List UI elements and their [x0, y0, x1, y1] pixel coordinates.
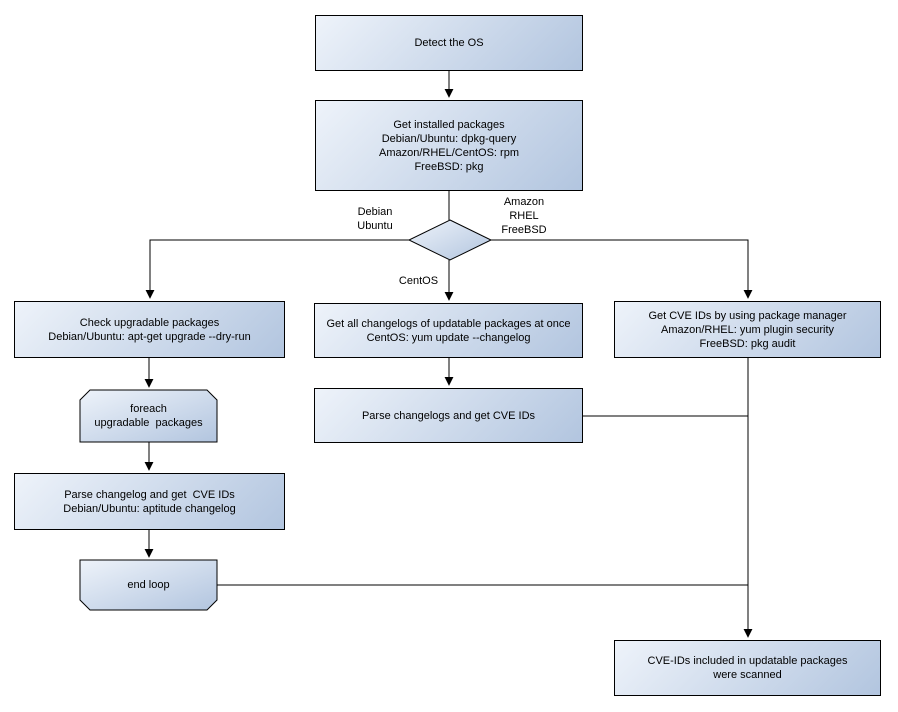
node-detect-os: Detect the OS	[315, 15, 583, 71]
edge-label-amazon-rhel-freebsd: Amazon RHEL FreeBSD	[494, 195, 554, 237]
node-text: Amazon/RHEL: yum plugin security	[660, 323, 834, 336]
node-text: Detect the OS	[414, 37, 484, 49]
node-text: Get installed packages	[393, 118, 505, 131]
node-text: CentOS: yum update --changelog	[366, 331, 531, 344]
edge-label-text: FreeBSD	[501, 224, 547, 236]
node-text: Parse changelog and get CVE IDs	[64, 488, 235, 501]
node-text: Amazon/RHEL/CentOS: rpm	[379, 146, 519, 159]
loop-end-shape	[79, 559, 218, 611]
node-parse-changelogs-centos: Parse changelogs and get CVE IDs	[314, 388, 583, 443]
node-parse-changelog-debian: Parse changelog and get CVE IDs Debian/U…	[14, 473, 285, 530]
node-text: Debian/Ubuntu: aptitude changelog	[63, 502, 236, 515]
edge-label-text: RHEL	[509, 210, 539, 222]
node-text: Parse changelogs and get CVE IDs	[361, 409, 536, 422]
node-result-scanned: CVE-IDs included in updatable packages w…	[614, 640, 881, 696]
node-text: end loop	[127, 579, 170, 591]
node-get-installed-packages: Get installed packages Debian/Ubuntu: dp…	[315, 100, 583, 191]
node-text: FreeBSD: pkg audit	[699, 337, 796, 350]
node-text: CVE-IDs included in updatable packages	[647, 655, 848, 667]
node-text: were scanned	[713, 669, 782, 681]
node-foreach-loop: foreach upgradable packages	[80, 390, 217, 442]
node-text: Get all changelogs of updatable packages…	[326, 317, 571, 330]
node-text: Check upgradable packages	[79, 316, 220, 329]
node-text: Debian/Ubuntu: dpkg-query	[381, 132, 517, 145]
edge-label-text: Ubuntu	[357, 220, 393, 232]
loop-begin-shape	[79, 389, 218, 443]
node-get-cve-package-manager: Get CVE IDs by using package manager Ama…	[614, 301, 881, 358]
edge-label-debian-ubuntu: Debian Ubuntu	[345, 205, 405, 233]
edge-label-text: Debian	[357, 206, 393, 218]
node-text: FreeBSD: pkg	[414, 160, 484, 173]
node-text: Debian/Ubuntu: apt-get upgrade --dry-run	[48, 330, 251, 343]
edge-lines	[144, 71, 753, 638]
edge-label-text: Amazon	[503, 196, 545, 208]
node-check-upgradable-packages: Check upgradable packages Debian/Ubuntu:…	[14, 301, 285, 358]
node-text: upgradable packages	[94, 417, 203, 429]
node-text: foreach	[130, 403, 167, 415]
decision-diamond	[407, 219, 493, 261]
node-text: Get CVE IDs by using package manager	[648, 309, 847, 322]
edge-label-text: CentOS	[398, 275, 439, 287]
node-get-changelogs-centos: Get all changelogs of updatable packages…	[314, 303, 583, 358]
node-end-loop: end loop	[80, 560, 217, 610]
edge-label-centos: CentOS	[392, 274, 445, 288]
